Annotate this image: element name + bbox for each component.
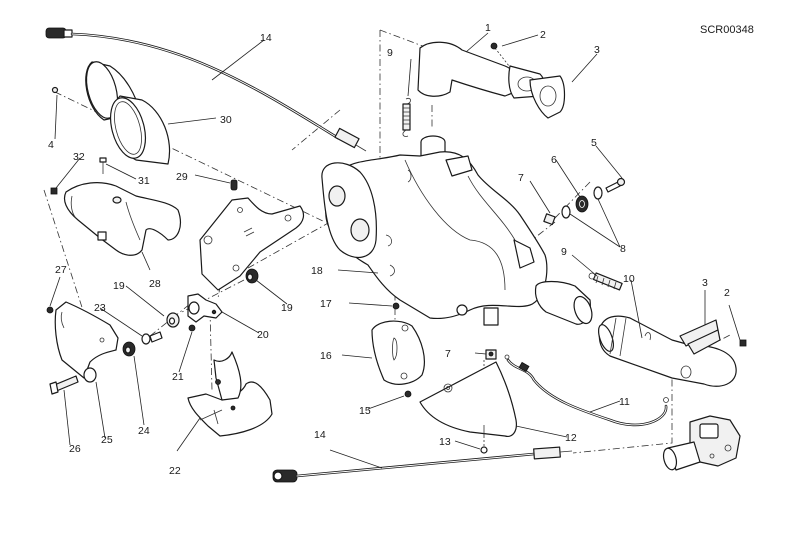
callout-27: 27 (55, 264, 67, 276)
callout-14: 14 (314, 429, 326, 441)
small-screws-left (46, 86, 196, 332)
drawing-code: SCR00348 (700, 24, 754, 36)
callout-29: 29 (176, 171, 188, 183)
spring-top (402, 97, 411, 137)
heat-guard-12 (419, 361, 517, 437)
callout-9: 9 (561, 246, 567, 258)
callout-30: 30 (220, 114, 232, 126)
callout-labels: 1 2 2 3 3 4 5 6 7 7 8 9 9 10 11 12 13 14… (48, 22, 730, 477)
callout-25: 25 (101, 434, 113, 446)
leader-lines (49, 32, 741, 469)
callout-21: 21 (172, 371, 184, 383)
grommet-19-right (245, 268, 259, 284)
small-fasteners-center (392, 302, 497, 454)
silencer-outlet (534, 280, 593, 325)
callout-15: 15 (359, 405, 371, 417)
callout-32: 32 (73, 151, 85, 163)
bracket-20 (187, 293, 223, 323)
exhaust-valve-actuator (662, 415, 741, 471)
callout-12: 12 (565, 432, 577, 444)
callout-17: 17 (320, 298, 332, 310)
rear-exhaust-pipe (598, 315, 747, 387)
callout-3: 3 (594, 44, 600, 56)
callout-6: 6 (551, 154, 557, 166)
callout-24: 24 (138, 425, 150, 437)
lambda-sensor-top (45, 27, 367, 152)
tailpipe-cover (85, 61, 171, 165)
callout-2: 2 (724, 287, 730, 299)
callout-18: 18 (311, 265, 323, 277)
callout-2: 2 (540, 29, 546, 41)
callout-20: 20 (257, 329, 269, 341)
valve-cable (504, 354, 669, 427)
callout-26: 26 (69, 443, 81, 455)
mounting-hardware-right (543, 177, 626, 226)
callout-8: 8 (620, 243, 626, 255)
callout-11: 11 (619, 396, 630, 408)
front-exhaust-pipe (417, 41, 566, 119)
callout-22: 22 (169, 465, 181, 477)
callout-7: 7 (518, 172, 524, 184)
callout-10: 10 (623, 273, 635, 285)
callout-16: 16 (320, 350, 332, 362)
callout-14: 14 (260, 32, 272, 44)
callout-28: 28 (149, 278, 161, 290)
callout-23: 23 (94, 302, 106, 314)
callout-5: 5 (591, 137, 597, 149)
mounting-bracket-center (199, 179, 305, 291)
lambda-sensor-bottom (272, 446, 573, 483)
callout-19: 19 (281, 302, 293, 314)
heat-guard-28 (63, 182, 181, 256)
callout-31: 31 (138, 175, 150, 187)
heat-guard-16 (371, 320, 425, 385)
callout-19: 19 (113, 280, 125, 292)
grommet-spacer-stack (122, 312, 180, 357)
spring-right (588, 272, 623, 291)
callout-1: 1 (485, 22, 491, 34)
callout-9: 9 (387, 47, 393, 59)
callout-7: 7 (445, 348, 451, 360)
callout-3: 3 (702, 277, 708, 289)
bracket-plate-25 (49, 301, 119, 395)
callout-4: 4 (48, 139, 54, 151)
heat-guard-22 (187, 351, 273, 437)
callout-13: 13 (439, 436, 451, 448)
